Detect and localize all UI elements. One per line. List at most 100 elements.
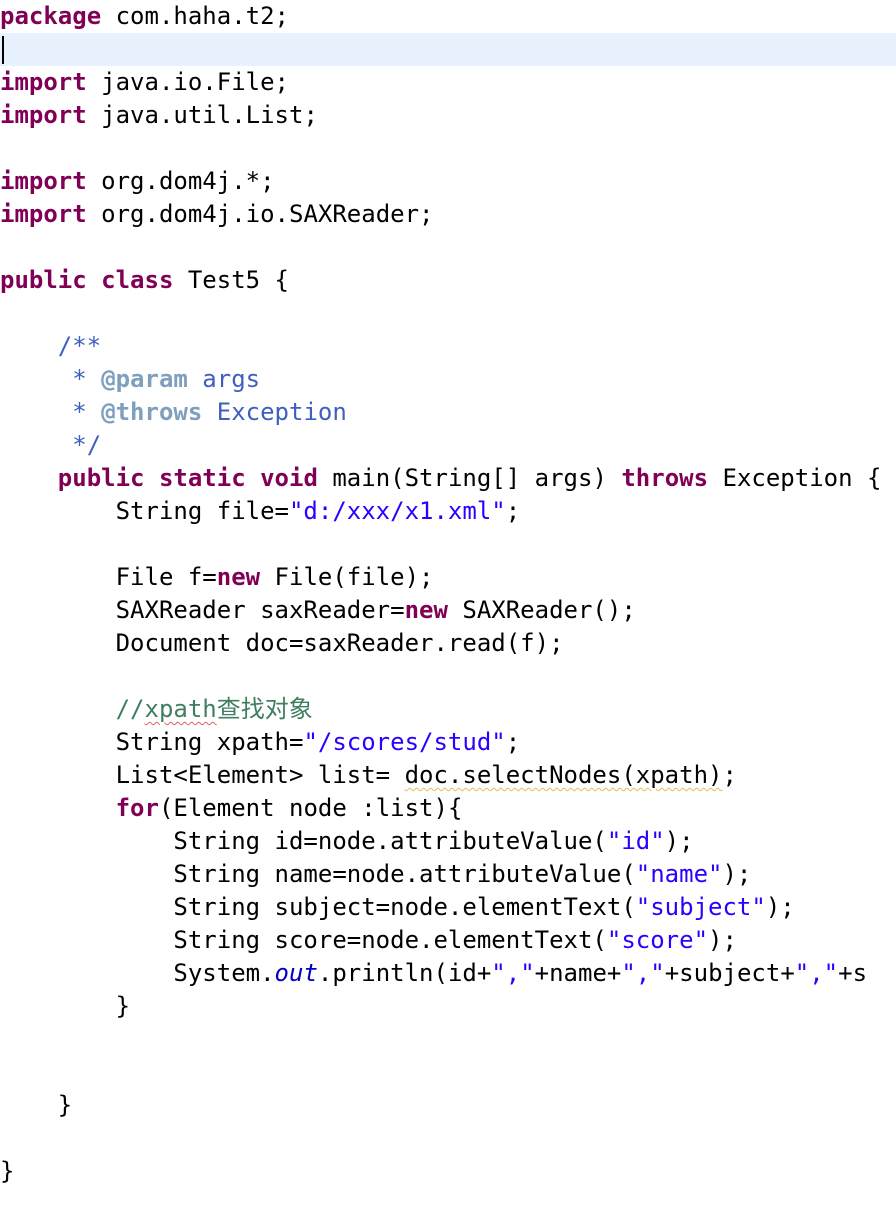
code-line-13[interactable]: * @throws Exception xyxy=(0,396,896,429)
code-line-6[interactable]: import org.dom4j.*; xyxy=(0,165,896,198)
code-line-8[interactable] xyxy=(0,231,896,264)
code-token: "id" xyxy=(606,827,665,855)
code-token: "," xyxy=(621,959,665,987)
code-token: java.io.File; xyxy=(86,68,289,96)
code-token: import xyxy=(0,101,87,129)
code-token: ; xyxy=(505,497,521,525)
code-line-11[interactable]: /** xyxy=(0,330,896,363)
code-token: List<Element> list= xyxy=(0,761,405,789)
code-line-10[interactable] xyxy=(0,297,896,330)
code-token: * xyxy=(0,365,102,393)
code-token: "score" xyxy=(606,926,709,954)
code-line-19[interactable]: SAXReader saxReader=new SAXReader(); xyxy=(0,594,896,627)
code-token: org.dom4j.*; xyxy=(86,167,275,195)
code-line-20[interactable]: Document doc=saxReader.read(f); xyxy=(0,627,896,660)
code-line-2[interactable] xyxy=(0,33,896,66)
code-token: main(String[] args) xyxy=(317,464,622,492)
code-token: void xyxy=(260,464,318,492)
code-token: String subject=node.elementText( xyxy=(0,893,636,921)
code-token: String score=node.elementText( xyxy=(0,926,607,954)
code-line-24[interactable]: List<Element> list= doc.selectNodes(xpat… xyxy=(0,759,896,792)
code-line-29[interactable]: String score=node.elementText("score"); xyxy=(0,924,896,957)
code-line-33[interactable] xyxy=(0,1056,896,1089)
code-line-25[interactable]: for(Element node :list){ xyxy=(0,792,896,825)
code-token: ; xyxy=(722,761,737,789)
code-token xyxy=(87,266,101,294)
code-token: import xyxy=(0,167,87,195)
code-token: File f= xyxy=(0,563,217,591)
code-token: } xyxy=(0,992,131,1020)
code-token: */ xyxy=(0,431,102,459)
code-token: "d:/xxx/x1.xml" xyxy=(288,497,506,525)
code-line-15[interactable]: public static void main(String[] args) t… xyxy=(0,462,896,495)
code-token: java.util.List; xyxy=(86,101,318,129)
code-token: "/scores/stud" xyxy=(303,728,506,756)
code-line-3[interactable]: import java.io.File; xyxy=(0,66,896,99)
code-token: "," xyxy=(794,959,839,987)
code-token: String xpath= xyxy=(0,728,304,756)
code-token: SAXReader(); xyxy=(447,596,636,624)
code-line-31[interactable]: } xyxy=(0,990,896,1023)
code-token: ); xyxy=(708,926,737,954)
code-token: ); xyxy=(722,860,752,888)
code-token: Exception { xyxy=(708,464,882,492)
code-line-5[interactable] xyxy=(0,132,896,165)
code-token: out xyxy=(274,959,318,987)
code-token: } xyxy=(0,1091,73,1119)
code-line-36[interactable]: } xyxy=(0,1155,896,1188)
code-token: public xyxy=(57,464,145,492)
code-token: String id=node.attributeValue( xyxy=(0,827,607,855)
code-token: throws xyxy=(621,464,709,492)
code-line-18[interactable]: File f=new File(file); xyxy=(0,561,896,594)
code-line-17[interactable] xyxy=(0,528,896,561)
code-line-23[interactable]: String xpath="/scores/stud"; xyxy=(0,726,896,759)
code-token: com.haha.t2; xyxy=(101,2,289,30)
code-line-35[interactable] xyxy=(0,1122,896,1155)
code-token: "," xyxy=(491,959,535,987)
code-token: new xyxy=(404,596,448,624)
code-line-21[interactable] xyxy=(0,660,896,693)
code-token xyxy=(0,332,58,360)
code-token: String file= xyxy=(0,497,289,525)
code-line-16[interactable]: String file="d:/xxx/x1.xml"; xyxy=(0,495,896,528)
code-token: 查找对象 xyxy=(216,695,313,723)
code-token xyxy=(0,794,116,822)
code-token: static xyxy=(158,464,246,492)
code-token: args xyxy=(187,365,261,393)
code-line-27[interactable]: String name=node.attributeValue("name"); xyxy=(0,858,896,891)
code-line-7[interactable]: import org.dom4j.io.SAXReader; xyxy=(0,198,896,231)
code-token: "subject" xyxy=(635,893,766,921)
code-token: "name" xyxy=(635,860,723,888)
code-token: org.dom4j.io.SAXReader; xyxy=(86,200,434,228)
code-line-4[interactable]: import java.util.List; xyxy=(0,99,896,132)
code-line-22[interactable]: //xpath查找对象 xyxy=(0,693,896,726)
code-token: +s xyxy=(838,959,868,987)
code-line-34[interactable]: } xyxy=(0,1089,896,1122)
code-line-9[interactable]: public class Test5 { xyxy=(0,264,896,297)
code-line-28[interactable]: String subject=node.elementText("subject… xyxy=(0,891,896,924)
code-token: +subject+ xyxy=(664,959,795,987)
code-token: // xyxy=(115,695,145,723)
code-token: doc.selectNodes(xpath) xyxy=(404,761,723,789)
code-line-1[interactable]: package com.haha.t2; xyxy=(0,0,896,33)
code-token: System. xyxy=(0,959,275,987)
code-token: package xyxy=(0,2,102,30)
code-line-32[interactable] xyxy=(0,1023,896,1056)
code-token: for xyxy=(115,794,159,822)
text-caret xyxy=(2,36,4,64)
code-token: (Element node :list){ xyxy=(158,794,463,822)
code-token: import xyxy=(0,68,87,96)
code-token: @param xyxy=(101,365,188,393)
code-token: Document doc=saxReader.read(f); xyxy=(0,629,564,657)
code-token xyxy=(145,464,159,492)
code-token: } xyxy=(0,1157,15,1185)
code-line-30[interactable]: System.out.println(id+","+name+","+subje… xyxy=(0,957,896,990)
code-line-26[interactable]: String id=node.attributeValue("id"); xyxy=(0,825,896,858)
code-token: SAXReader saxReader= xyxy=(0,596,405,624)
code-token: /** xyxy=(57,332,102,360)
code-token: class xyxy=(101,266,174,294)
code-token: +name+ xyxy=(534,959,622,987)
code-line-14[interactable]: */ xyxy=(0,429,896,462)
code-line-12[interactable]: * @param args xyxy=(0,363,896,396)
